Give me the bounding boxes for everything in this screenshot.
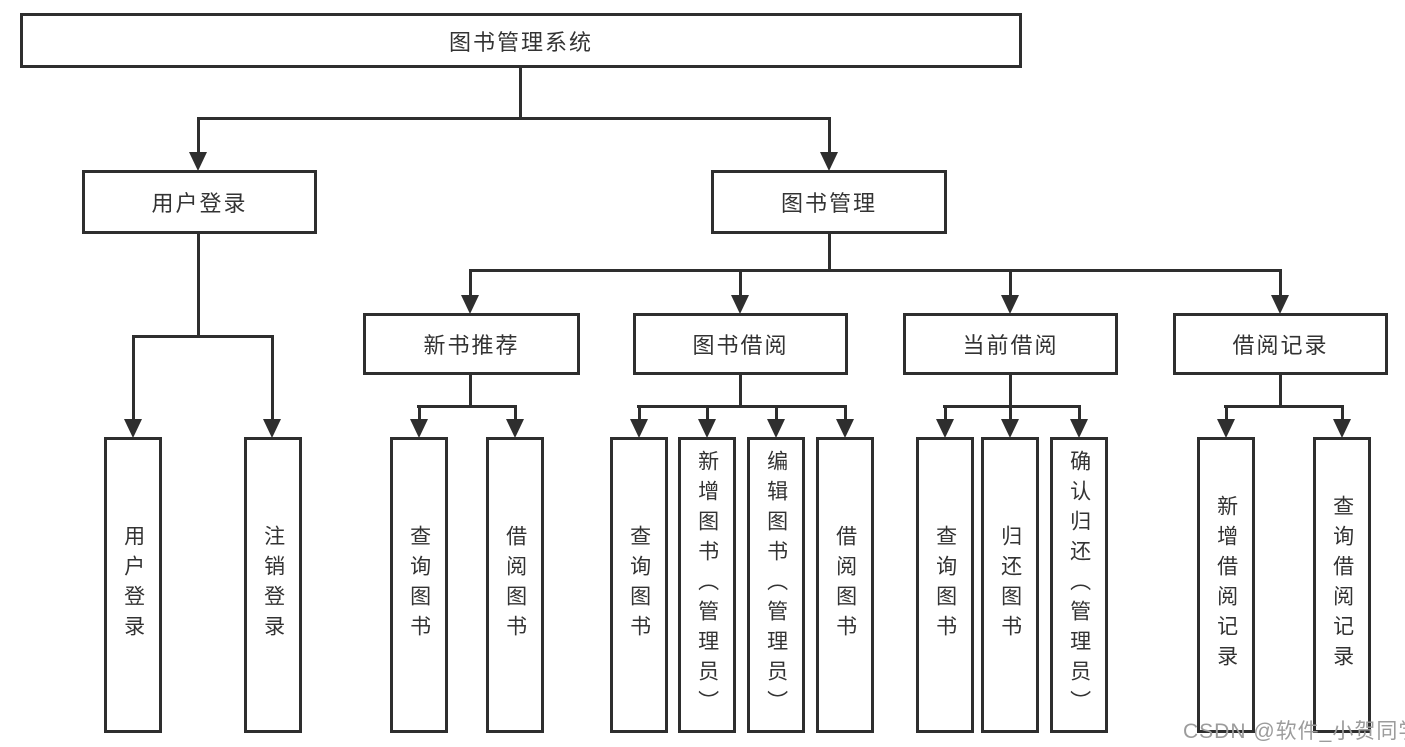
- arrowhead-to-new-book: [461, 295, 479, 314]
- leaf-query-books-borrow: 查询图书: [610, 437, 668, 733]
- arrowhead-leaf: [936, 419, 954, 438]
- connector-book-management-branch: [469, 269, 1282, 272]
- leaf-label: 新增图书（管理员）: [695, 450, 719, 720]
- connector-to-borrow-records: [1279, 269, 1282, 298]
- node-label: 图书管理系统: [448, 29, 593, 55]
- leaf-borrow-books: 借阅图书: [816, 437, 874, 733]
- arrowhead-leaf: [698, 419, 716, 438]
- arrowhead-leaf: [836, 419, 854, 438]
- arrowhead-leaf: [1333, 419, 1351, 438]
- connector-to-new-book: [469, 269, 472, 298]
- arrowhead-leaf: [1001, 419, 1019, 438]
- connector-user-login-branch: [132, 335, 274, 338]
- connector-to-current-borrow: [1009, 269, 1012, 298]
- connector-to-book-borrow: [739, 269, 742, 298]
- connector-leaf: [638, 405, 641, 422]
- node-label: 图书管理: [780, 191, 877, 216]
- arrowhead-leaf: [410, 419, 428, 438]
- node-current-borrow: 当前借阅: [903, 313, 1118, 375]
- leaf-return-books: 归还图书: [981, 437, 1039, 733]
- connector-leaf: [1341, 405, 1344, 422]
- node-book-borrow: 图书借阅: [633, 313, 848, 375]
- arrowhead-to-user-login: [189, 152, 207, 171]
- connector-new-book-branch: [417, 405, 517, 408]
- leaf-label: 查询借阅记录: [1330, 495, 1354, 675]
- connector-root-stem: [519, 68, 522, 118]
- connector-to-book-management: [828, 117, 831, 155]
- leaf-query-books-recommend: 查询图书: [390, 437, 448, 733]
- connector-leaf: [1078, 405, 1081, 422]
- arrowhead-leaf: [767, 419, 785, 438]
- node-label: 当前借阅: [962, 333, 1059, 358]
- connector-leaf: [775, 405, 778, 422]
- connector-leaf: [1009, 405, 1012, 422]
- leaf-label: 用户登录: [121, 525, 145, 645]
- connector-book-borrow-stem: [739, 374, 742, 407]
- connector-leaf: [418, 405, 421, 422]
- node-user-login: 用户登录: [82, 170, 317, 234]
- node-label: 用户登录: [151, 191, 248, 216]
- leaf-user-login: 用户登录: [104, 437, 162, 733]
- arrowhead-to-leaf-logout: [263, 419, 281, 438]
- node-book-management: 图书管理: [711, 170, 947, 234]
- arrowhead-to-book-management: [820, 152, 838, 171]
- leaf-label: 确认归还（管理员）: [1067, 450, 1091, 720]
- arrowhead-to-leaf-user-login: [124, 419, 142, 438]
- connector-borrow-records-stem: [1279, 374, 1282, 407]
- node-label: 借阅记录: [1232, 333, 1329, 358]
- connector-leaf: [514, 405, 517, 422]
- csdn-watermark: CSDN @软件_小贺同学: [1183, 720, 1405, 743]
- arrowhead-to-borrow-records: [1271, 295, 1289, 314]
- leaf-add-borrow-record: 新增借阅记录: [1197, 437, 1255, 733]
- connector-new-book-stem: [469, 374, 472, 407]
- node-new-book-recommend: 新书推荐: [363, 313, 580, 375]
- leaf-query-books-current: 查询图书: [916, 437, 974, 733]
- connector-leaf: [706, 405, 709, 422]
- arrowhead-to-book-borrow: [731, 295, 749, 314]
- arrowhead-to-current-borrow: [1001, 295, 1019, 314]
- connector-current-borrow-stem: [1009, 374, 1012, 407]
- connector-to-leaf-user-login: [132, 335, 135, 422]
- leaf-logout: 注销登录: [244, 437, 302, 733]
- leaf-add-books-admin: 新增图书（管理员）: [678, 437, 736, 733]
- connector-to-user-login: [197, 117, 200, 155]
- leaf-confirm-return-admin: 确认归还（管理员）: [1050, 437, 1108, 733]
- node-label: 图书借阅: [692, 333, 789, 358]
- leaf-label: 查询图书: [407, 525, 431, 645]
- connector-book-management-stem: [828, 234, 831, 272]
- arrowhead-leaf: [1070, 419, 1088, 438]
- leaf-label: 借阅图书: [503, 525, 527, 645]
- connector-current-borrow-branch: [943, 405, 1081, 408]
- leaf-label: 编辑图书（管理员）: [764, 450, 788, 720]
- leaf-label: 归还图书: [998, 525, 1022, 645]
- connector-to-leaf-logout: [271, 335, 274, 422]
- connector-user-login-stem: [197, 234, 200, 337]
- node-borrow-records: 借阅记录: [1173, 313, 1388, 375]
- leaf-label: 借阅图书: [833, 525, 857, 645]
- arrowhead-leaf: [1217, 419, 1235, 438]
- leaf-borrow-books-recommend: 借阅图书: [486, 437, 544, 733]
- connector-root-branch: [197, 117, 831, 120]
- connector-leaf: [944, 405, 947, 422]
- leaf-label: 注销登录: [261, 525, 285, 645]
- arrowhead-leaf: [630, 419, 648, 438]
- leaf-edit-books-admin: 编辑图书（管理员）: [747, 437, 805, 733]
- leaf-label: 查询图书: [627, 525, 651, 645]
- connector-book-borrow-branch: [637, 405, 846, 408]
- leaf-label: 新增借阅记录: [1214, 495, 1238, 675]
- connector-leaf: [1225, 405, 1228, 422]
- arrowhead-leaf: [506, 419, 524, 438]
- leaf-label: 查询图书: [933, 525, 957, 645]
- node-library-management-system: 图书管理系统: [20, 13, 1022, 68]
- connector-leaf: [844, 405, 847, 422]
- connector-borrow-records-branch: [1224, 405, 1344, 408]
- node-label: 新书推荐: [423, 333, 520, 358]
- leaf-query-borrow-record: 查询借阅记录: [1313, 437, 1371, 733]
